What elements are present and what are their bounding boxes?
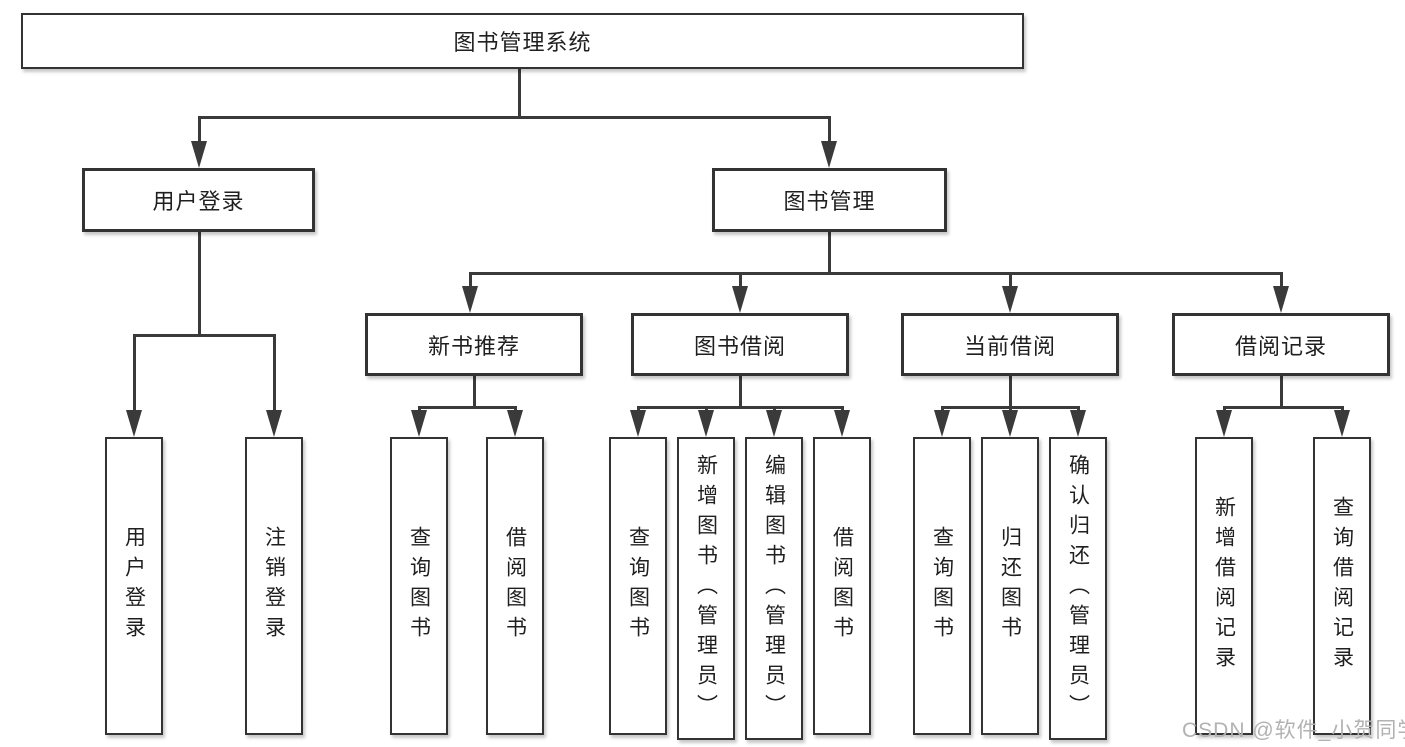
connector-drop-leaf-user-login xyxy=(133,334,136,412)
leaf-add-borrow-record: 新增借阅记录 xyxy=(1195,437,1253,735)
arrowhead-down-icon xyxy=(411,410,427,437)
connector-book-management-stem xyxy=(828,232,831,274)
leaf-label: 查询图书 xyxy=(626,526,650,646)
leaf-label: 查询图书 xyxy=(930,526,954,646)
node-label: 借阅记录 xyxy=(1234,333,1327,359)
arrowhead-down-icon xyxy=(732,286,748,313)
node-book-borrow: 图书借阅 xyxy=(631,313,849,376)
connector-drop-current-borrow xyxy=(1009,272,1012,288)
connector-book-management-crossbar xyxy=(469,272,1282,275)
leaf-label: 借阅图书 xyxy=(830,526,854,646)
connector-drop xyxy=(773,406,776,412)
leaf-label: 新增借阅记录 xyxy=(1212,496,1236,676)
connector-user-login-crossbar xyxy=(133,334,275,337)
arrowhead-down-icon xyxy=(191,141,207,168)
node-label: 图书管理系统 xyxy=(453,30,592,55)
node-book-management: 图书管理 xyxy=(712,168,947,232)
connector-drop xyxy=(1009,406,1012,412)
node-current-borrow: 当前借阅 xyxy=(901,313,1119,376)
leaf-label: 查询图书 xyxy=(407,526,431,646)
connector-drop-book-management xyxy=(828,116,831,142)
arrowhead-down-icon xyxy=(126,410,142,437)
connector-drop-leaf-logout xyxy=(273,334,276,412)
arrowhead-down-icon xyxy=(462,286,478,313)
leaf-query-borrow-record: 查询借阅记录 xyxy=(1313,437,1371,735)
connector-drop-book-borrow xyxy=(739,272,742,288)
arrowhead-down-icon xyxy=(766,410,782,437)
arrowhead-down-icon xyxy=(1216,410,1232,437)
connector-drop xyxy=(841,406,844,412)
node-user-login: 用户登录 xyxy=(82,168,315,232)
arrowhead-down-icon xyxy=(934,410,950,437)
leaf-logout: 注销登录 xyxy=(245,437,303,735)
node-new-book-recommend: 新书推荐 xyxy=(365,313,583,376)
arrowhead-down-icon xyxy=(1334,410,1350,437)
connector-drop xyxy=(1341,406,1344,412)
connector-drop-user-login xyxy=(198,116,201,142)
arrowhead-down-icon xyxy=(1002,410,1018,437)
connector-new-book-recommend-stem xyxy=(473,376,476,408)
leaf-query-book-current: 查询图书 xyxy=(913,437,971,735)
leaf-label: 归还图书 xyxy=(998,526,1022,646)
leaf-query-book-recommend: 查询图书 xyxy=(390,437,448,735)
csdn-watermark: CSDN @软件_小贺同学 xyxy=(1182,719,1405,742)
leaf-add-book-admin: 新增图书（管理员） xyxy=(677,437,735,740)
node-label: 用户登录 xyxy=(152,189,245,214)
leaf-label: 注销登录 xyxy=(262,526,286,646)
leaf-label: 确认归还（管理员） xyxy=(1066,453,1090,724)
leaf-label: 新增图书（管理员） xyxy=(694,453,718,724)
arrowhead-down-icon xyxy=(698,410,714,437)
leaf-label: 借阅图书 xyxy=(503,526,527,646)
connector-borrow-records-crossbar xyxy=(1223,406,1343,409)
arrowhead-down-icon xyxy=(1002,286,1018,313)
node-label: 图书借阅 xyxy=(693,333,786,359)
arrowhead-down-icon xyxy=(630,410,646,437)
connector-new-book-recommend-crossbar xyxy=(418,406,516,409)
connector-drop-new-book-recommend xyxy=(469,272,472,288)
node-label: 新书推荐 xyxy=(427,333,520,359)
connector-root-crossbar xyxy=(198,116,831,119)
connector-borrow-records-stem xyxy=(1280,376,1283,408)
arrowhead-down-icon xyxy=(1070,410,1086,437)
leaf-confirm-return-admin: 确认归还（管理员） xyxy=(1049,437,1107,740)
leaf-query-book-borrow: 查询图书 xyxy=(609,437,667,735)
connector-drop xyxy=(418,406,421,412)
node-root-library-management-system: 图书管理系统 xyxy=(21,13,1024,69)
connector-book-borrow-stem xyxy=(739,376,742,408)
leaf-borrow-book-borrow: 借阅图书 xyxy=(813,437,871,735)
leaf-return-book: 归还图书 xyxy=(981,437,1039,735)
connector-root-stem xyxy=(518,69,521,118)
arrowhead-down-icon xyxy=(821,141,837,168)
connector-drop xyxy=(1223,406,1226,412)
leaf-borrow-book-recommend: 借阅图书 xyxy=(486,437,544,735)
connector-user-login-stem xyxy=(198,232,201,336)
arrowhead-down-icon xyxy=(507,410,523,437)
connector-book-borrow-crossbar xyxy=(637,406,843,409)
connector-current-borrow-stem xyxy=(1009,376,1012,408)
leaf-label: 查询借阅记录 xyxy=(1330,496,1354,676)
node-label: 当前借阅 xyxy=(963,333,1056,359)
leaf-label: 用户登录 xyxy=(122,526,146,646)
arrowhead-down-icon xyxy=(1273,286,1289,313)
arrowhead-down-icon xyxy=(834,410,850,437)
leaf-label: 编辑图书（管理员） xyxy=(762,453,786,724)
leaf-user-login: 用户登录 xyxy=(105,437,163,735)
node-borrow-records: 借阅记录 xyxy=(1172,313,1390,376)
connector-drop xyxy=(1077,406,1080,412)
connector-drop xyxy=(705,406,708,412)
connector-drop xyxy=(637,406,640,412)
connector-drop xyxy=(514,406,517,412)
node-label: 图书管理 xyxy=(783,189,876,214)
connector-drop xyxy=(941,406,944,412)
leaf-edit-book-admin: 编辑图书（管理员） xyxy=(745,437,803,740)
arrowhead-down-icon xyxy=(266,410,282,437)
connector-drop-borrow-records xyxy=(1280,272,1283,288)
